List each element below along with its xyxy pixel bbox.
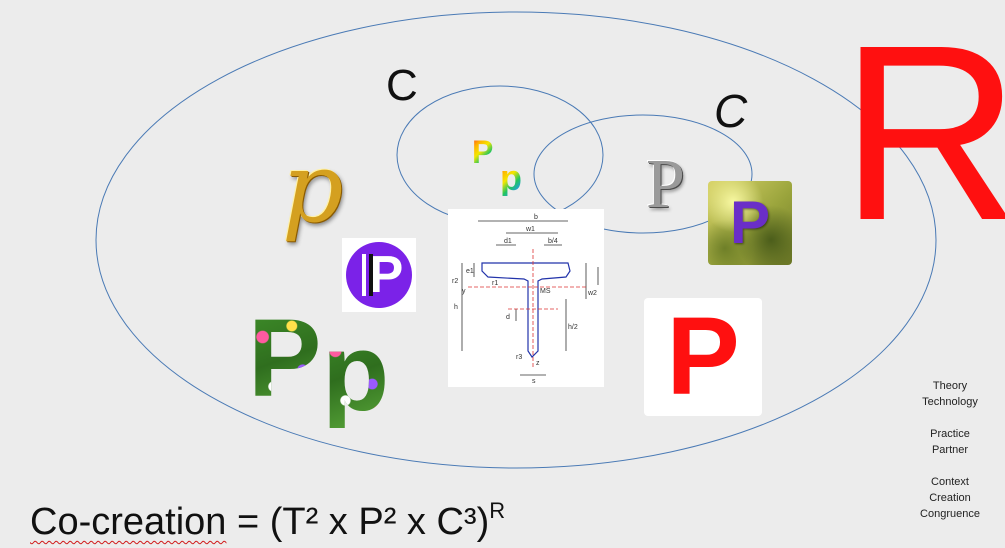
dim-label-w2: w2 — [587, 290, 597, 297]
formula-exponent: R — [489, 498, 506, 523]
formula-expression: = (T² x P² x C³) — [226, 501, 490, 543]
dim-label-e1: e1 — [466, 268, 474, 275]
stone-p-letter: P — [729, 189, 771, 256]
stone-p-tile: P — [708, 181, 792, 265]
logo-circle: P — [346, 242, 412, 308]
right-inner-ellipse — [533, 114, 753, 234]
dim-label-r1: r1 — [492, 280, 498, 287]
dim-label-d: d — [506, 314, 510, 321]
logo-bar-1 — [362, 254, 366, 296]
logo-p-letter: P — [368, 246, 404, 304]
dim-label-r2: r2 — [452, 278, 458, 285]
flower-p-upper: P — [248, 297, 322, 420]
cocreation-formula: Co-creation = (T² x P² x C³)R — [30, 498, 506, 543]
side-label-theory: Theory — [932, 380, 968, 392]
logo-bar-2 — [369, 254, 373, 296]
dim-label-b4: b/4 — [548, 238, 558, 245]
c-label-left: C — [386, 61, 418, 110]
dim-label-ms: MS — [540, 288, 551, 295]
dim-label-s: s — [532, 378, 536, 385]
outer-ellipse — [95, 11, 937, 469]
side-label-context: Context — [931, 476, 969, 488]
side-label-partner: Partner — [931, 444, 969, 456]
dim-label-z: z — [536, 360, 540, 367]
rainbow-p-lower: p — [500, 157, 522, 198]
silver-p-letter: P — [646, 146, 685, 223]
side-labels: Theory Technology Practice Partner Conte… — [905, 378, 995, 522]
dim-label-y: y — [462, 288, 466, 295]
t-beam-drawing: b w1 d1 b/4 e1 r2 r1 y MS w2 h d h/2 r3 … — [448, 209, 604, 387]
side-label-creation: Creation — [929, 492, 971, 504]
red-p-letter: P — [666, 295, 740, 418]
gold-p-letter: p — [282, 132, 344, 244]
dim-label-h2: h/2 — [568, 324, 578, 331]
dim-label-r3: r3 — [516, 354, 522, 361]
purple-p-logo: P — [342, 238, 416, 312]
rainbow-p-upper: P — [472, 134, 494, 170]
t-beam-svg: b w1 d1 b/4 e1 r2 r1 y MS w2 h d h/2 r3 … — [452, 214, 599, 385]
red-p-card: P — [644, 298, 762, 416]
left-inner-ellipse — [396, 85, 604, 225]
dim-label-h: h — [454, 304, 458, 311]
side-label-technology: Technology — [922, 396, 978, 408]
c-label-right: C — [714, 85, 748, 137]
dim-label-d1: d1 — [504, 238, 512, 245]
dim-label-b: b — [534, 214, 538, 221]
side-label-congruence: Congruence — [920, 508, 980, 520]
big-r-letter: R — [840, 0, 1005, 272]
side-label-practice: Practice — [930, 428, 970, 440]
dim-label-w1: w1 — [525, 226, 535, 233]
flower-p-lower: p — [322, 311, 390, 434]
formula-word: Co-creation — [30, 501, 227, 543]
